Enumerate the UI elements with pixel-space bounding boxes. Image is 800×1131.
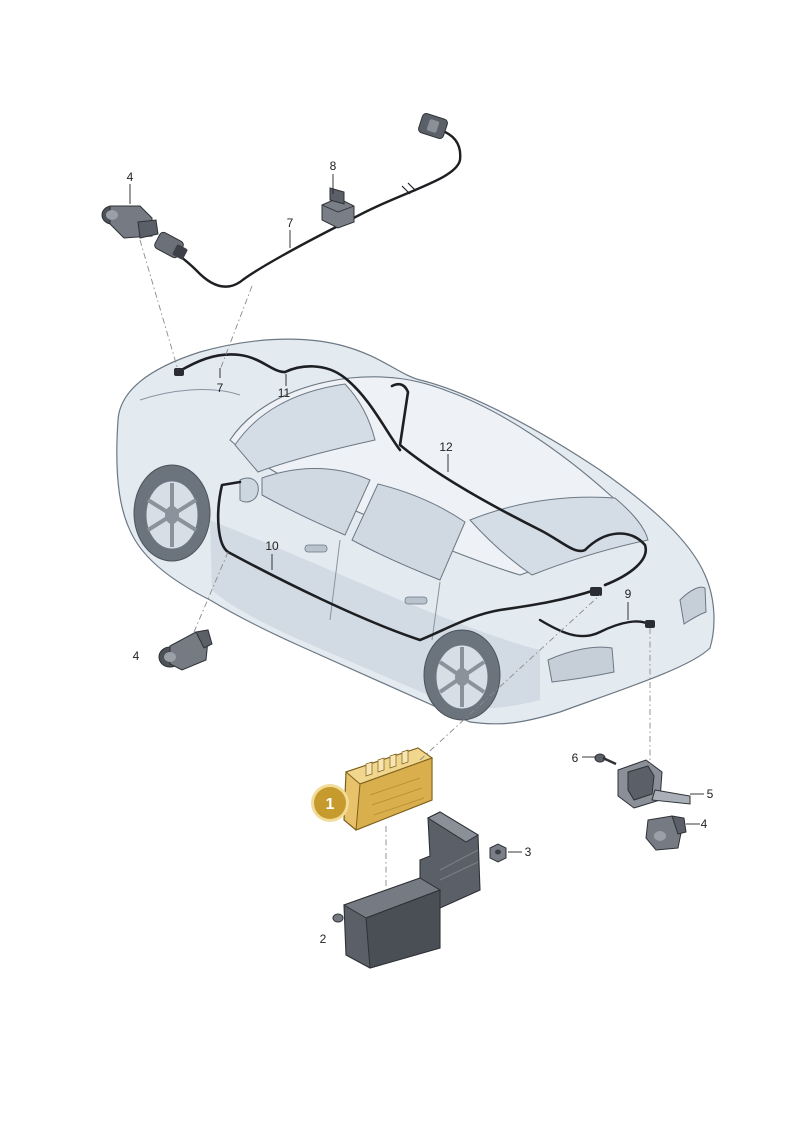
callout-6: 6 [572, 751, 579, 765]
harness-7-assembly [154, 113, 462, 288]
leader-sensor-top-to-car [139, 239, 179, 371]
callout-2: 2 [320, 932, 327, 946]
car-tail-light [547, 646, 615, 683]
callout-ticks [129, 174, 704, 853]
callout-4-top: 4 [127, 170, 134, 184]
leader-sensor-left-to-car [193, 551, 229, 633]
car-door-handle-rear [404, 596, 428, 605]
car-door-line-rear [431, 581, 441, 641]
cable-break-mark [401, 182, 417, 195]
car-door-handle [304, 544, 328, 553]
part-4-sensor-right [645, 815, 687, 851]
harness-10 [216, 480, 597, 642]
callout-12: 12 [439, 440, 453, 454]
callout-1-badge: 1 [311, 784, 349, 822]
callout-4-right: 4 [701, 817, 708, 831]
callout-7-top: 7 [287, 216, 294, 230]
harness-7-end-plug [418, 113, 448, 139]
part-4-sensor-top [101, 205, 159, 239]
car-front-side-window [261, 467, 371, 536]
harness-7-cable [170, 128, 462, 288]
callout-1: 1 [326, 796, 335, 813]
harness-11 [283, 365, 402, 452]
car-illustration [116, 338, 715, 725]
callout-9: 9 [625, 587, 632, 601]
harness-7-sensor-plug [154, 231, 188, 260]
part-3-nut [489, 843, 507, 863]
callout-11: 11 [278, 386, 291, 400]
harness-9 [538, 618, 652, 638]
part-4-sensor-left [158, 629, 213, 671]
part-8-clip [321, 187, 355, 229]
car-hood-line [139, 389, 241, 401]
harness-connector-sensor [645, 620, 655, 628]
car-front-wheel [133, 464, 211, 562]
car-rear-side-window [351, 483, 466, 581]
harness-connector-rear [590, 587, 602, 596]
part-2-bracket [332, 811, 481, 969]
callout-5: 5 [707, 787, 714, 801]
harness-connector [174, 368, 184, 376]
callout-4-left: 4 [133, 649, 140, 663]
callout-7-car: 7 [217, 381, 224, 395]
leader-lines [139, 239, 651, 890]
harness-7-front [176, 353, 287, 374]
leader-harness7-to-car [219, 285, 253, 371]
leader-unit-to-car [419, 594, 601, 761]
part-1-control-unit [343, 747, 434, 831]
car-mirror [239, 477, 259, 503]
part-5-holder [617, 759, 691, 809]
harness-12 [390, 382, 648, 587]
callout-labels: 4 8 7 7 11 12 10 9 4 6 5 4 3 2 [127, 159, 714, 946]
callout-10: 10 [265, 539, 279, 553]
car-windshield [234, 383, 376, 473]
callout-8: 8 [330, 159, 337, 173]
car-tail-light-right [679, 586, 707, 625]
car-rear-wheel [423, 629, 501, 721]
car-door-line [329, 539, 341, 621]
callout-3: 3 [525, 845, 532, 859]
part-6-screw [594, 753, 617, 766]
